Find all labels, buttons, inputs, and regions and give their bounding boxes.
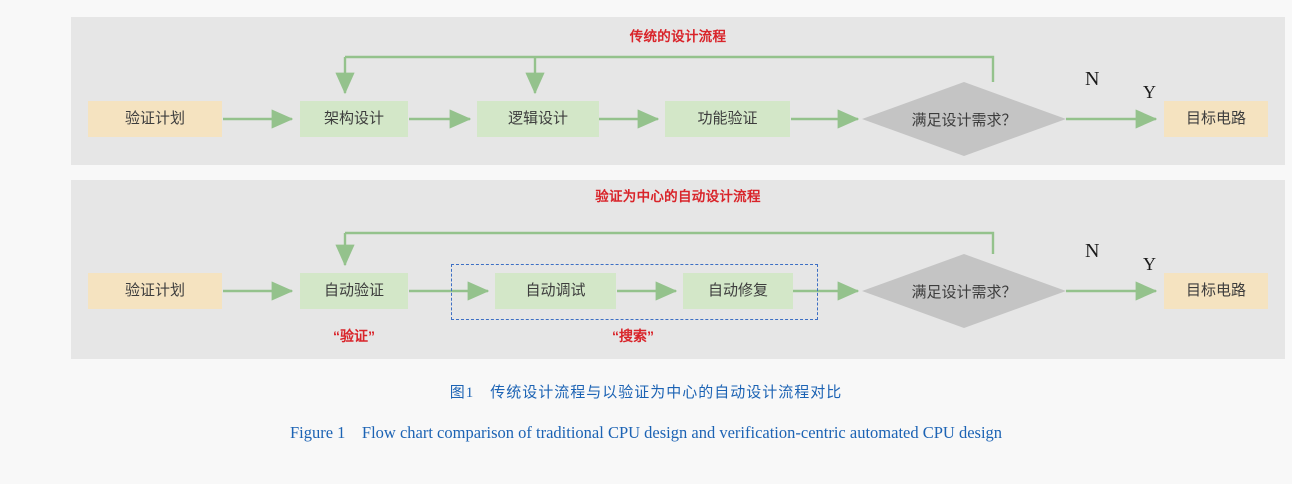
- traditional-flow-connectors: [223, 55, 1158, 129]
- panel-traditional-flow: 传统的设计流程: [71, 17, 1285, 165]
- node-traditional-logic[interactable]: 逻辑设计: [477, 101, 599, 137]
- node-automated-plan[interactable]: 验证计划: [88, 273, 222, 309]
- note-search: “搜索”: [612, 328, 654, 344]
- figure-caption-english: Figure 1 Flow chart comparison of tradit…: [289, 423, 1003, 442]
- figure-caption-chinese: 图1 传统设计流程与以验证为中心的自动设计流程对比: [449, 385, 843, 401]
- branch-label-automated-no: N: [1085, 240, 1100, 262]
- node-automated-auto-debug[interactable]: 自动调试: [495, 273, 616, 309]
- panel-automated-flow: 验证为中心的自动设计流程 验证计划 自动验证 自动调试: [71, 180, 1285, 359]
- node-traditional-plan[interactable]: 验证计划: [88, 101, 222, 137]
- branch-label-traditional-yes: Y: [1143, 82, 1156, 102]
- automated-flow-connectors: [223, 231, 1158, 301]
- panel-traditional-title: 传统的设计流程: [629, 29, 727, 44]
- node-automated-auto-verify[interactable]: 自动验证: [300, 273, 408, 309]
- panel-automated-title: 验证为中心的自动设计流程: [595, 189, 761, 204]
- search-group-box: [451, 264, 818, 320]
- branch-label-automated-yes: Y: [1143, 254, 1156, 274]
- node-automated-auto-repair[interactable]: 自动修复: [683, 273, 793, 309]
- node-traditional-functional-verification[interactable]: 功能验证: [665, 101, 790, 137]
- branch-label-traditional-no: N: [1085, 68, 1100, 90]
- node-automated-target[interactable]: 目标电路: [1164, 273, 1268, 309]
- node-traditional-arch[interactable]: 架构设计: [300, 101, 408, 137]
- note-verify: “验证”: [333, 328, 375, 344]
- node-traditional-target[interactable]: 目标电路: [1164, 101, 1268, 137]
